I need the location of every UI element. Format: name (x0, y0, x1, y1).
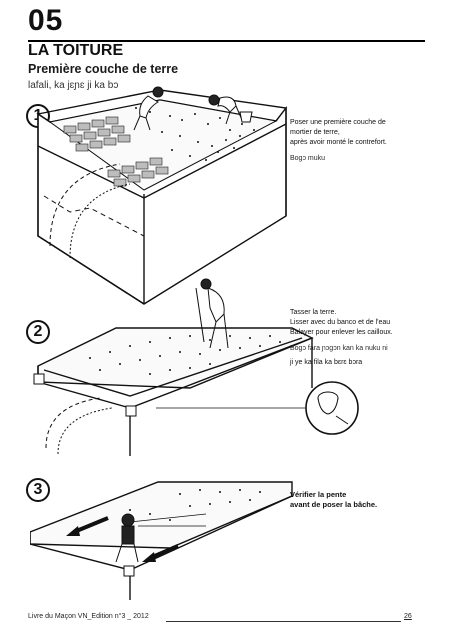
step-1-instruction-line: mortier de terre, (290, 129, 340, 136)
step-3-instruction-line: Vérifier la pente (290, 490, 347, 499)
step-3-surface-speckles (129, 489, 261, 521)
worker-checking-slope-illustration (115, 513, 139, 563)
step-2-local-text: Bogɔ fara ɲɔgɔn kan ka nuku ni (290, 345, 388, 352)
step-1-local-text: Bogɔ muku (290, 155, 326, 162)
worker-left-illustration (133, 86, 164, 131)
earth-surface-speckles (89, 335, 281, 375)
step-3-number: 3 (26, 478, 50, 502)
step-3-caption: Vérifier la pente avant de poser la bâch… (290, 490, 440, 510)
earth-mortar-speckles (135, 107, 255, 161)
step-1-instruction-line: après avoir monté le contrefort. (290, 139, 387, 146)
stone-pavement (63, 116, 169, 187)
step-3-instruction-line: avant de poser la bâche. (290, 500, 378, 509)
step-2-illustration (33, 278, 359, 456)
slope-arrow-head-right (142, 552, 156, 562)
slope-arrow-head-left (66, 526, 80, 536)
header-rule (28, 40, 425, 42)
step-2-local-text: ji ye ka fila ka bɛrɛ bɔra (290, 359, 363, 366)
step-1-caption: Poser une première couche de mortier de … (290, 118, 430, 164)
step-2-instruction-line: Balayer pour enlever les cailloux. (290, 329, 393, 336)
level-string (129, 513, 207, 523)
bucket-icon (239, 111, 253, 123)
worker-tamping-illustration (195, 278, 229, 349)
water-bowl-icon (317, 391, 349, 425)
worker-right-illustration (208, 94, 243, 125)
step-1-instruction-line: Poser une première couche de (290, 119, 386, 126)
page-title: LA TOITURE (28, 42, 124, 59)
section-subtitle: Première couche de terre (28, 62, 179, 76)
local-language-subtitle: lafali, ka jɛɲɛ ji ka bɔ (28, 80, 119, 91)
step-2-instruction-line: Lisser avec du banco et de l'eau (290, 319, 391, 326)
step-2-instruction-line: Tasser la terre. (290, 309, 337, 316)
page-number: 26 (404, 613, 412, 620)
step-2-caption: Tasser la terre. Lisser avec du banco et… (290, 308, 450, 368)
footer-edition-text: Livre du Maçon VN_Edition n°3 _ 2012 (28, 613, 149, 620)
chapter-number: 05 (28, 4, 64, 37)
step-3-illustration (30, 481, 293, 600)
step-2-number: 2 (26, 320, 50, 344)
footer-rule (166, 621, 401, 622)
step-1-illustration (36, 86, 288, 305)
